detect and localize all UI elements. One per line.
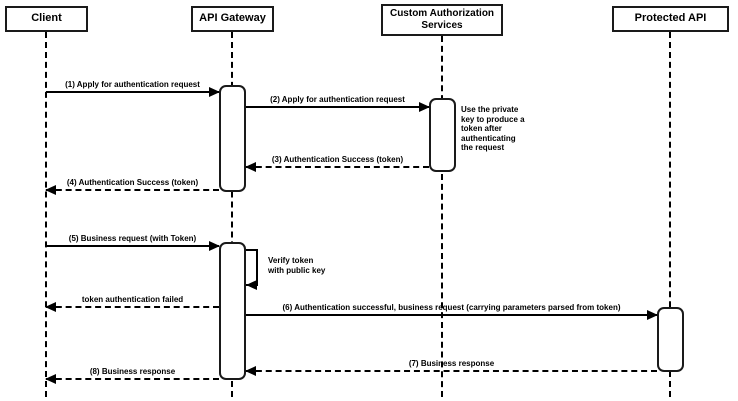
message-4: (4) Authentication Success (token)	[45, 171, 219, 195]
activation-api-gateway-auth	[219, 85, 246, 192]
message-8-label: (8) Business response	[89, 367, 176, 376]
message-token-failed-line	[46, 306, 219, 308]
note-private-key: Use the private key to produce a token a…	[461, 105, 525, 153]
lifeline-protected-api	[669, 32, 671, 397]
message-2-label: (2) Apply for authentication request	[270, 95, 405, 104]
lifeline-api-gateway	[231, 32, 233, 397]
participant-label-custom-auth-services: Custom Authorization Services	[389, 7, 495, 32]
message-3-label: (3) Authentication Success (token)	[271, 155, 404, 164]
message-3: (3) Authentication Success (token)	[245, 148, 429, 172]
arrowhead-left-icon	[45, 374, 56, 384]
message-8-line	[46, 378, 219, 380]
arrowhead-left-icon	[245, 162, 256, 172]
arrowhead-right-icon	[209, 241, 220, 251]
message-8: (8) Business response	[45, 360, 219, 384]
participant-box-client: Client	[5, 6, 88, 32]
arrowhead-left-icon	[246, 280, 257, 290]
participant-label-protected-api: Protected API	[634, 12, 707, 25]
message-token-failed-label: token authentication failed	[81, 295, 184, 304]
message-4-line	[46, 189, 219, 191]
arrowhead-right-icon	[419, 102, 430, 112]
participant-box-protected-api: Protected API	[612, 6, 729, 32]
participant-box-custom-auth-services: Custom Authorization Services	[381, 4, 503, 36]
message-5: (5) Business request (with Token)	[46, 227, 220, 251]
arrowhead-right-icon	[647, 310, 658, 320]
message-6-line	[246, 314, 657, 316]
activation-api-gateway-business	[219, 242, 246, 380]
message-2: (2) Apply for authentication request	[246, 88, 430, 112]
participant-box-api-gateway: API Gateway	[191, 6, 274, 32]
arrowhead-left-icon	[245, 366, 256, 376]
arrowhead-right-icon	[209, 87, 220, 97]
message-1-label: (1) Apply for authentication request	[65, 80, 200, 89]
participant-label-api-gateway: API Gateway	[199, 12, 266, 25]
activation-protected-api	[657, 307, 684, 372]
message-token-failed: token authentication failed	[45, 288, 219, 312]
message-7-line	[246, 370, 657, 372]
arrowhead-left-icon	[45, 185, 56, 195]
message-1: (1) Apply for authentication request	[46, 73, 220, 97]
arrowhead-left-icon	[45, 302, 56, 312]
message-7-label: (7) Business response	[408, 359, 495, 368]
message-4-label: (4) Authentication Success (token)	[66, 178, 199, 187]
message-7: (7) Business response	[245, 352, 657, 376]
message-verify-token-label: Verify token with public key	[268, 256, 326, 275]
lifeline-custom-auth-services	[441, 36, 443, 397]
message-1-line	[46, 91, 219, 93]
message-6-label: (6) Authentication successful, business …	[282, 303, 621, 312]
activation-custom-auth-services	[429, 98, 456, 172]
message-5-label: (5) Business request (with Token)	[68, 234, 197, 243]
message-5-line	[46, 245, 219, 247]
message-2-line	[246, 106, 429, 108]
message-3-line	[246, 166, 429, 168]
lifeline-client	[45, 32, 47, 397]
participant-label-client: Client	[31, 12, 62, 25]
message-6: (6) Authentication successful, business …	[246, 296, 658, 320]
